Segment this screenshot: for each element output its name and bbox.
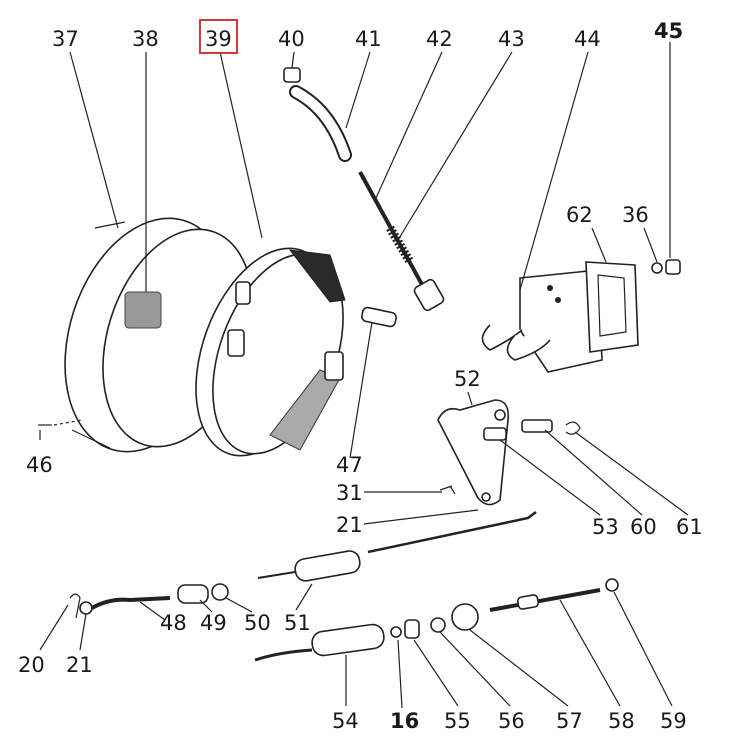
part-52-lever-plate (437, 399, 510, 506)
leader-lines (39, 42, 689, 709)
link-rod (367, 511, 537, 554)
label-16: 16 (390, 709, 419, 733)
part-61-clip (565, 421, 581, 435)
label-58: 58 (608, 709, 635, 733)
part-42-43-rod-assembly (358, 171, 445, 312)
part-60-adjuster (521, 419, 553, 433)
label-48: 48 (160, 611, 187, 635)
part-labels: 37 38 39 40 41 42 43 44 45 62 36 46 47 5… (18, 19, 703, 733)
label-47: 47 (336, 453, 363, 477)
part-56-washer (430, 617, 446, 633)
label-38: 38 (132, 27, 159, 51)
part-59-nut (605, 578, 619, 592)
label-21-lower: 21 (66, 653, 93, 677)
label-51: 51 (284, 611, 311, 635)
part-47-bushing (361, 306, 397, 328)
label-57: 57 (556, 709, 583, 733)
label-59: 59 (660, 709, 687, 733)
part-31-pin (439, 485, 456, 495)
part-62-gasket (585, 261, 639, 353)
part-49-sleeve (177, 584, 209, 604)
label-40: 40 (278, 27, 305, 51)
part-58-shaft (489, 588, 601, 612)
part-38-lining-patch (124, 291, 162, 329)
part-16-nut (390, 626, 402, 638)
part-57-wheel (451, 603, 479, 631)
label-50: 50 (244, 611, 271, 635)
highlight-box-39 (199, 19, 238, 54)
label-52: 52 (454, 367, 481, 391)
label-49: 49 (200, 611, 227, 635)
label-42: 42 (426, 27, 453, 51)
label-37: 37 (52, 27, 79, 51)
label-60: 60 (630, 515, 657, 539)
label-61: 61 (676, 515, 703, 539)
label-54: 54 (332, 709, 359, 733)
part-50-ring (211, 583, 229, 601)
label-21-upper: 21 (336, 513, 363, 537)
part-51-cable-sleeve (257, 550, 361, 582)
label-44: 44 (574, 27, 601, 51)
part-36-washer (651, 262, 663, 274)
label-62: 62 (566, 203, 593, 227)
part-54-sleeve (254, 623, 385, 662)
label-20: 20 (18, 653, 45, 677)
part-53-pin (483, 427, 507, 441)
label-53: 53 (592, 515, 619, 539)
label-43: 43 (498, 27, 525, 51)
label-45: 45 (654, 19, 683, 43)
label-55: 55 (444, 709, 471, 733)
label-56: 56 (498, 709, 525, 733)
label-46: 46 (26, 453, 53, 477)
part-40-nut (283, 67, 301, 83)
part-21-washer (79, 601, 93, 615)
part-55-fitting (404, 619, 420, 639)
part-20-pin (69, 593, 81, 619)
label-39: 39 (205, 27, 232, 51)
part-48-rod (91, 596, 171, 610)
label-41: 41 (355, 27, 382, 51)
part-39-brake-band (195, 247, 346, 457)
label-36: 36 (622, 203, 649, 227)
part-44-bracket (481, 269, 603, 373)
part-45-bolt (665, 259, 681, 275)
label-31: 31 (336, 481, 363, 505)
